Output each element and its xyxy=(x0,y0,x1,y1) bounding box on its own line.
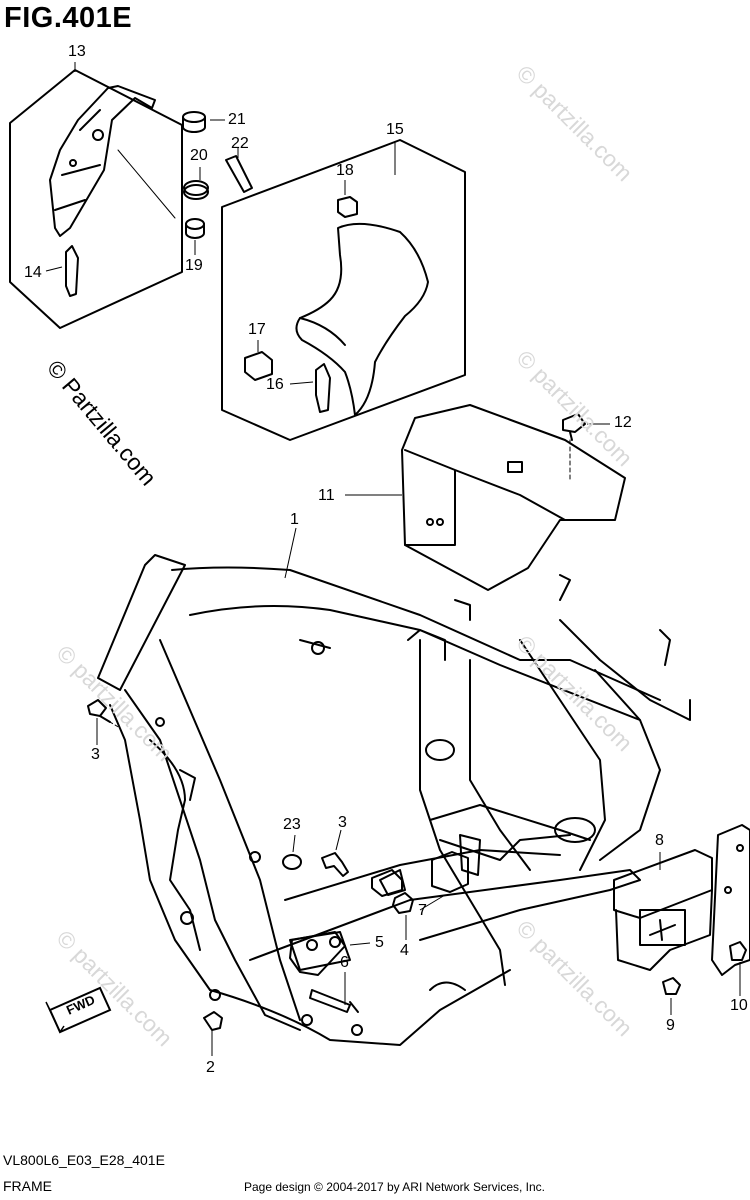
frame-cover-part xyxy=(49,85,156,237)
callout-20: 20 xyxy=(190,147,208,164)
callout-11: 11 xyxy=(318,487,335,504)
inset-box-13 xyxy=(9,69,183,329)
copyright-notice: Page design © 2004-2017 by ARI Network S… xyxy=(244,1180,546,1194)
bolt-part-3-left xyxy=(87,699,111,723)
pad-part-17 xyxy=(244,351,273,381)
callout-15: 15 xyxy=(386,121,404,138)
callout-2: 2 xyxy=(206,1059,215,1076)
strip-part-16 xyxy=(315,363,331,413)
callout-3-left: 3 xyxy=(91,746,100,763)
callout-17: 17 xyxy=(248,321,266,338)
callout-8: 8 xyxy=(655,832,664,849)
callout-21: 21 xyxy=(228,111,246,128)
collar-part-7 xyxy=(431,851,469,893)
callout-12: 12 xyxy=(614,414,632,431)
fwd-arrow-badge xyxy=(45,986,112,1034)
callout-10: 10 xyxy=(730,997,748,1014)
callout-6: 6 xyxy=(340,954,349,971)
callout-18: 18 xyxy=(336,162,354,179)
bolt-part-12 xyxy=(562,413,586,441)
diagram-code: VL800L6_E03_E28_401E xyxy=(3,1152,165,1168)
trim-strip-part-14 xyxy=(65,245,79,297)
callout-16: 16 xyxy=(266,376,284,393)
callout-5: 5 xyxy=(375,934,384,951)
bolt-part-6 xyxy=(309,989,359,1013)
bracket-part-5 xyxy=(289,931,346,976)
callout-13: 13 xyxy=(68,43,86,60)
plug-part-23 xyxy=(282,854,302,870)
callout-14: 14 xyxy=(24,264,42,281)
collar-part-7b xyxy=(371,869,403,897)
cushion-part-21 xyxy=(182,111,206,133)
callout-1: 1 xyxy=(290,511,299,528)
bolt-part-9 xyxy=(662,977,681,995)
callout-22: 22 xyxy=(231,135,249,152)
callout-9: 9 xyxy=(666,1017,675,1034)
tape-part-22 xyxy=(225,155,253,193)
cushion-part-19 xyxy=(185,218,205,239)
frame-part-1 xyxy=(97,554,691,1046)
diagram-name: FRAME xyxy=(3,1178,52,1194)
cover-part-15 xyxy=(295,222,429,416)
callout-23: 23 xyxy=(283,816,301,833)
grommet-part-20 xyxy=(183,180,209,200)
bolt-part-3-center xyxy=(321,852,349,877)
bolt-part-2 xyxy=(203,1011,223,1031)
callout-4: 4 xyxy=(400,942,409,959)
callout-19: 19 xyxy=(185,257,203,274)
callout-7: 7 xyxy=(418,902,427,919)
figure-title: FIG.401E xyxy=(4,2,133,34)
inset-box-15 xyxy=(221,139,466,441)
bolt-part-10 xyxy=(729,941,747,961)
nut-part-4 xyxy=(392,892,414,914)
cube-part-18 xyxy=(337,196,358,218)
battery-tray-part-11 xyxy=(401,404,626,591)
callout-3-center: 3 xyxy=(338,814,347,831)
